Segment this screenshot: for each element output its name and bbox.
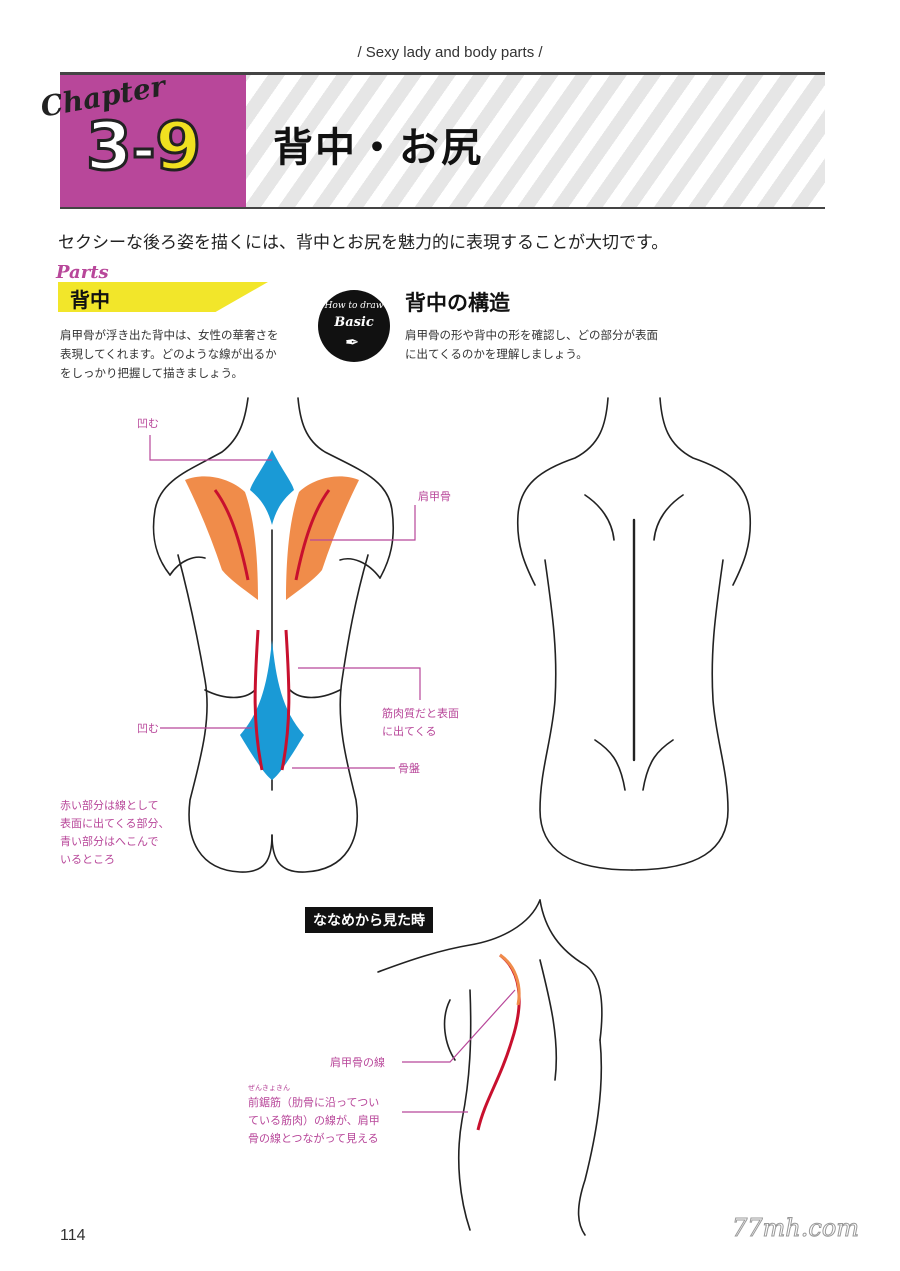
intro-text: セクシーな後ろ姿を描くには、背中とお尻を魅力的に表現することが大切です。 <box>58 233 669 253</box>
annotation-serratus-3: 骨の線とつながって見える <box>248 1132 379 1145</box>
scapula-line <box>499 953 521 1006</box>
annotation-spine: 骨盤 <box>398 762 420 775</box>
how-to-draw-badge <box>318 290 390 362</box>
serratus-line <box>476 953 521 1131</box>
parts-label: 背中 <box>70 288 110 312</box>
header-top-rule <box>60 72 825 75</box>
running-head: / Sexy lady and body parts / <box>357 44 543 61</box>
chapter-box <box>60 75 246 207</box>
badge-mid-text: Basic <box>334 315 374 330</box>
chapter-dash: - <box>130 117 156 185</box>
fountain-pen-icon: ✒ <box>345 333 360 353</box>
annotation-muscular-2: に出てくる <box>382 725 437 738</box>
page-title: 背中・お尻 <box>273 125 483 171</box>
annotation-hollow-top: 凹む <box>137 417 159 430</box>
section-description: 肩甲骨の形や背中の形を確認し、どの部分が表面に出てくるのかを理解しましょう。 <box>405 328 658 361</box>
annotation-scapula: 肩甲骨 <box>418 490 451 503</box>
annotation-serratus-2: ている筋肉）の線が、肩甲 <box>248 1114 380 1127</box>
annotation-serratus-ruby: ぜんきょきん <box>248 1084 290 1092</box>
diagonal-back-figure <box>377 899 603 1236</box>
section-title: 背中の構造 <box>405 291 510 315</box>
surface-lines <box>213 489 331 771</box>
badge-top-text: How to draw <box>324 301 384 311</box>
left-scapula-shape <box>185 476 258 600</box>
legend-line-3: 青い部分はへこんで <box>60 835 159 848</box>
parts-tag: Parts <box>56 262 109 283</box>
annotation-serratus-1: 前鋸筋（肋骨に沿ってつい <box>248 1096 380 1109</box>
annotation-muscular-1: 筋肉質だと表面 <box>382 707 459 720</box>
chapter-major: 3 <box>85 107 134 187</box>
diagonal-leader-lines <box>402 989 516 1113</box>
title-stripe-panel <box>246 75 825 207</box>
annotation-scapula-line: 肩甲骨の線 <box>330 1056 385 1069</box>
annotation-hollow-bottom: 凹む <box>137 722 159 735</box>
watermark: 77mh.com <box>731 1214 860 1243</box>
hollow-lumbar-shape <box>240 640 304 780</box>
chapter-number: 3-9 <box>85 107 203 187</box>
chapter-minor: 9 <box>154 107 203 187</box>
right-scapula-shape <box>286 476 359 600</box>
leader-lines <box>149 435 421 769</box>
diagonal-view-label: ななめから見た時 <box>305 907 433 933</box>
page-number: 114 <box>60 1227 86 1244</box>
legend-line-1: 赤い部分は線として <box>60 799 159 812</box>
parts-description: 肩甲骨が浮き出た背中は、女性の華奢さを表現してくれます。どのような線が出るかをし… <box>60 328 279 380</box>
legend-line-4: いるところ <box>60 853 115 866</box>
hollow-neck-shape <box>250 450 294 525</box>
legend-line-2: 表面に出てくる部分、 <box>60 817 170 830</box>
plain-back-figure <box>516 397 752 871</box>
header-bottom-rule <box>60 207 825 209</box>
